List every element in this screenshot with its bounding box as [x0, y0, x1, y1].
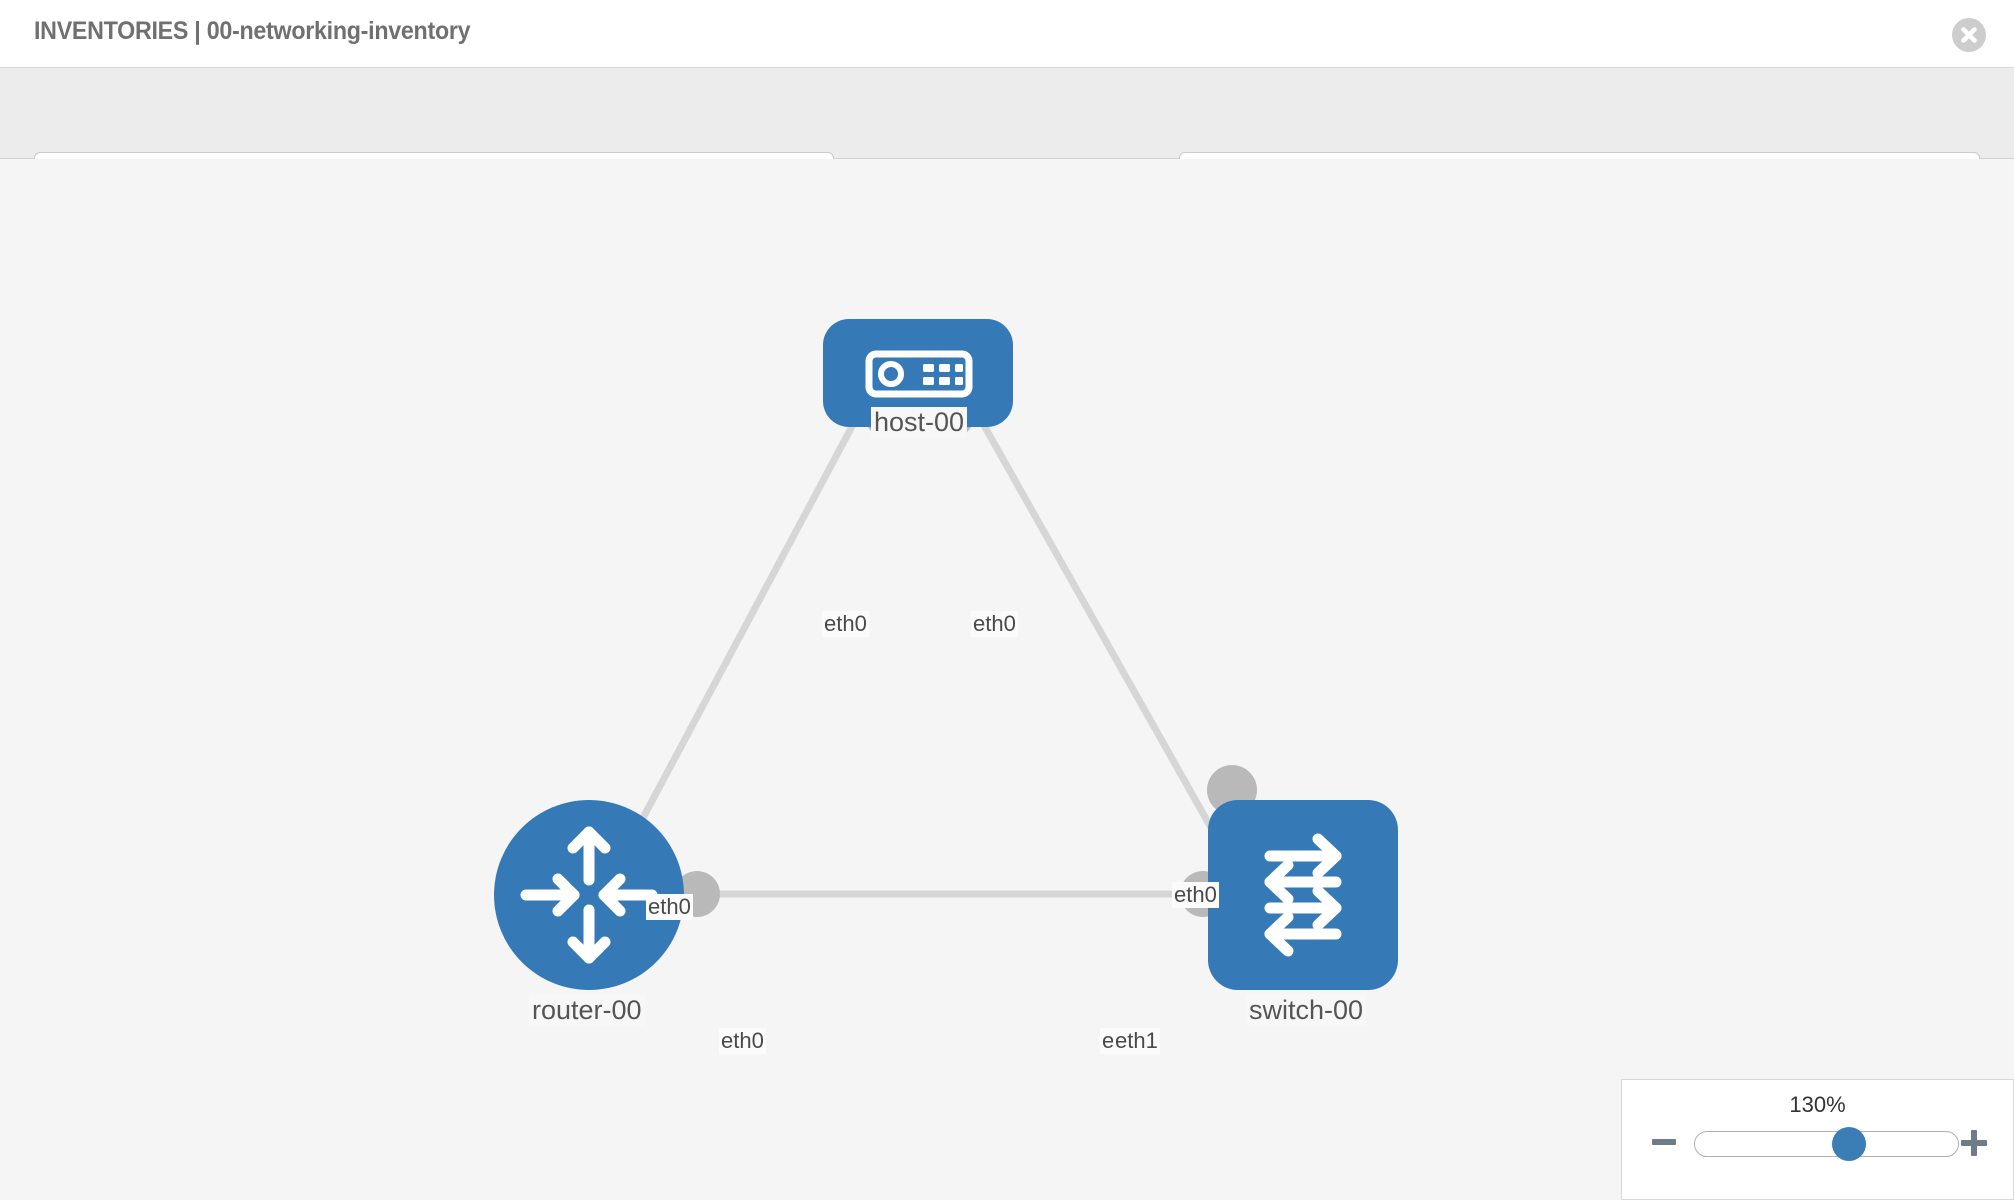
zoom-slider-track[interactable] — [1694, 1127, 1959, 1161]
close-glyph — [1961, 27, 1977, 43]
node-label-host: host-00 — [871, 407, 968, 438]
link-label-eth: eth0 — [971, 611, 1018, 637]
link-host-switch — [951, 370, 1244, 883]
link-label-eth: eth0 — [1172, 882, 1219, 908]
link-label-eth: eth1 — [1113, 1028, 1160, 1054]
switch-node-shape — [1208, 800, 1398, 990]
switch-icon — [1264, 833, 1342, 957]
server-icon — [865, 350, 973, 398]
node-label-router: router-00 — [529, 995, 645, 1026]
topology-node-switch[interactable]: switch-00 — [1208, 800, 1398, 1026]
toolbar: ACTIONS SEARCH — [0, 68, 2014, 209]
router-icon — [520, 826, 658, 964]
page-title: INVENTORIES | 00-networking-inventory — [34, 17, 471, 45]
topology-links — [601, 370, 1244, 898]
link-label-eth: eth0 — [646, 894, 693, 920]
topology-node-host[interactable]: host-00 — [823, 319, 1013, 438]
node-label-switch: switch-00 — [1246, 995, 1367, 1026]
minus-icon — [1652, 1139, 1676, 1145]
zoom-out-button[interactable] — [1650, 1128, 1678, 1156]
link-label-eth: eth0 — [719, 1028, 766, 1054]
link-host-router — [601, 370, 884, 893]
zoom-slider-thumb[interactable] — [1832, 1127, 1867, 1161]
topology-graph: host-00 — [0, 159, 2014, 1200]
topology-canvas[interactable]: host-00 — [0, 159, 2014, 1200]
link-label-eth: eth0 — [822, 611, 869, 637]
zoom-in-button[interactable] — [1959, 1128, 1989, 1158]
zoom-control-panel: 130% — [1621, 1079, 2014, 1200]
plus-icon — [1961, 1130, 1987, 1156]
close-icon[interactable] — [1952, 18, 1986, 52]
page-header: INVENTORIES | 00-networking-inventory — [0, 0, 2014, 68]
zoom-level-label: 130% — [1789, 1092, 1846, 1117]
